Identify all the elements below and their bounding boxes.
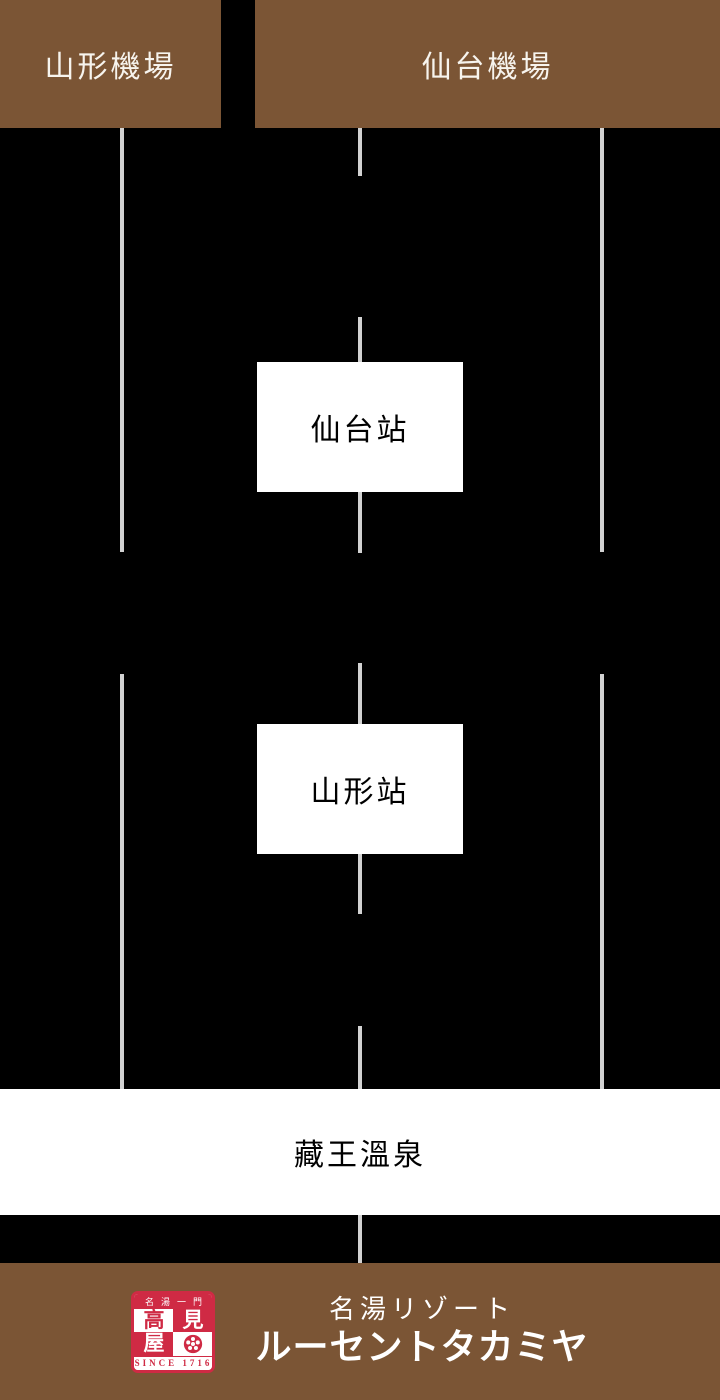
route-line-segment <box>600 674 604 1089</box>
sendai-station-box: 仙台站 <box>257 362 463 492</box>
sendai-airport-box: 仙台機場 <box>255 0 720 128</box>
yamagata-station-box: 山形站 <box>257 724 463 854</box>
seal-motto: 名湯一門 <box>134 1293 213 1309</box>
footer: 名湯一門 高 見 屋 SINCE 1716 <box>0 1263 720 1400</box>
brand-tagline: 名湯リゾート <box>328 1295 515 1325</box>
sendai-airport-label: 仙台機場 <box>421 51 554 84</box>
takamiya-seal-logo: 名湯一門 高 見 屋 SINCE 1716 <box>131 1290 216 1373</box>
yamagata-station-label: 山形站 <box>310 776 410 809</box>
zao-onsen-band: 藏王溫泉 <box>0 1089 720 1215</box>
zao-onsen-label: 藏王溫泉 <box>294 1139 426 1172</box>
yamagata-airport-box: 山形機場 <box>0 0 221 128</box>
seal-char-mi: 見 <box>173 1308 213 1332</box>
route-line-segment <box>358 663 362 724</box>
family-crest-icon <box>183 1334 203 1353</box>
seal-grid: 高 見 屋 <box>134 1308 213 1356</box>
route-line-segment <box>358 1215 362 1263</box>
brand-name: ルーセントタカミヤ <box>255 1326 589 1367</box>
route-line-segment <box>120 674 124 1089</box>
seal-crest <box>173 1332 213 1356</box>
brand-block: 名湯リゾート ルーセントタカミヤ <box>255 1296 588 1366</box>
sendai-station-label: 仙台站 <box>310 414 410 447</box>
seal-char-ya: 屋 <box>134 1332 174 1356</box>
seal-since: SINCE 1716 <box>134 1355 213 1370</box>
route-line-segment <box>358 128 362 176</box>
route-line-segment <box>358 1026 362 1089</box>
seal-char-taka: 高 <box>134 1308 174 1332</box>
route-line-segment <box>120 128 124 552</box>
route-line-segment <box>358 853 362 914</box>
route-line-segment <box>600 128 604 552</box>
yamagata-airport-label: 山形機場 <box>44 51 177 84</box>
route-line-segment <box>358 317 362 362</box>
route-line-segment <box>358 492 362 553</box>
